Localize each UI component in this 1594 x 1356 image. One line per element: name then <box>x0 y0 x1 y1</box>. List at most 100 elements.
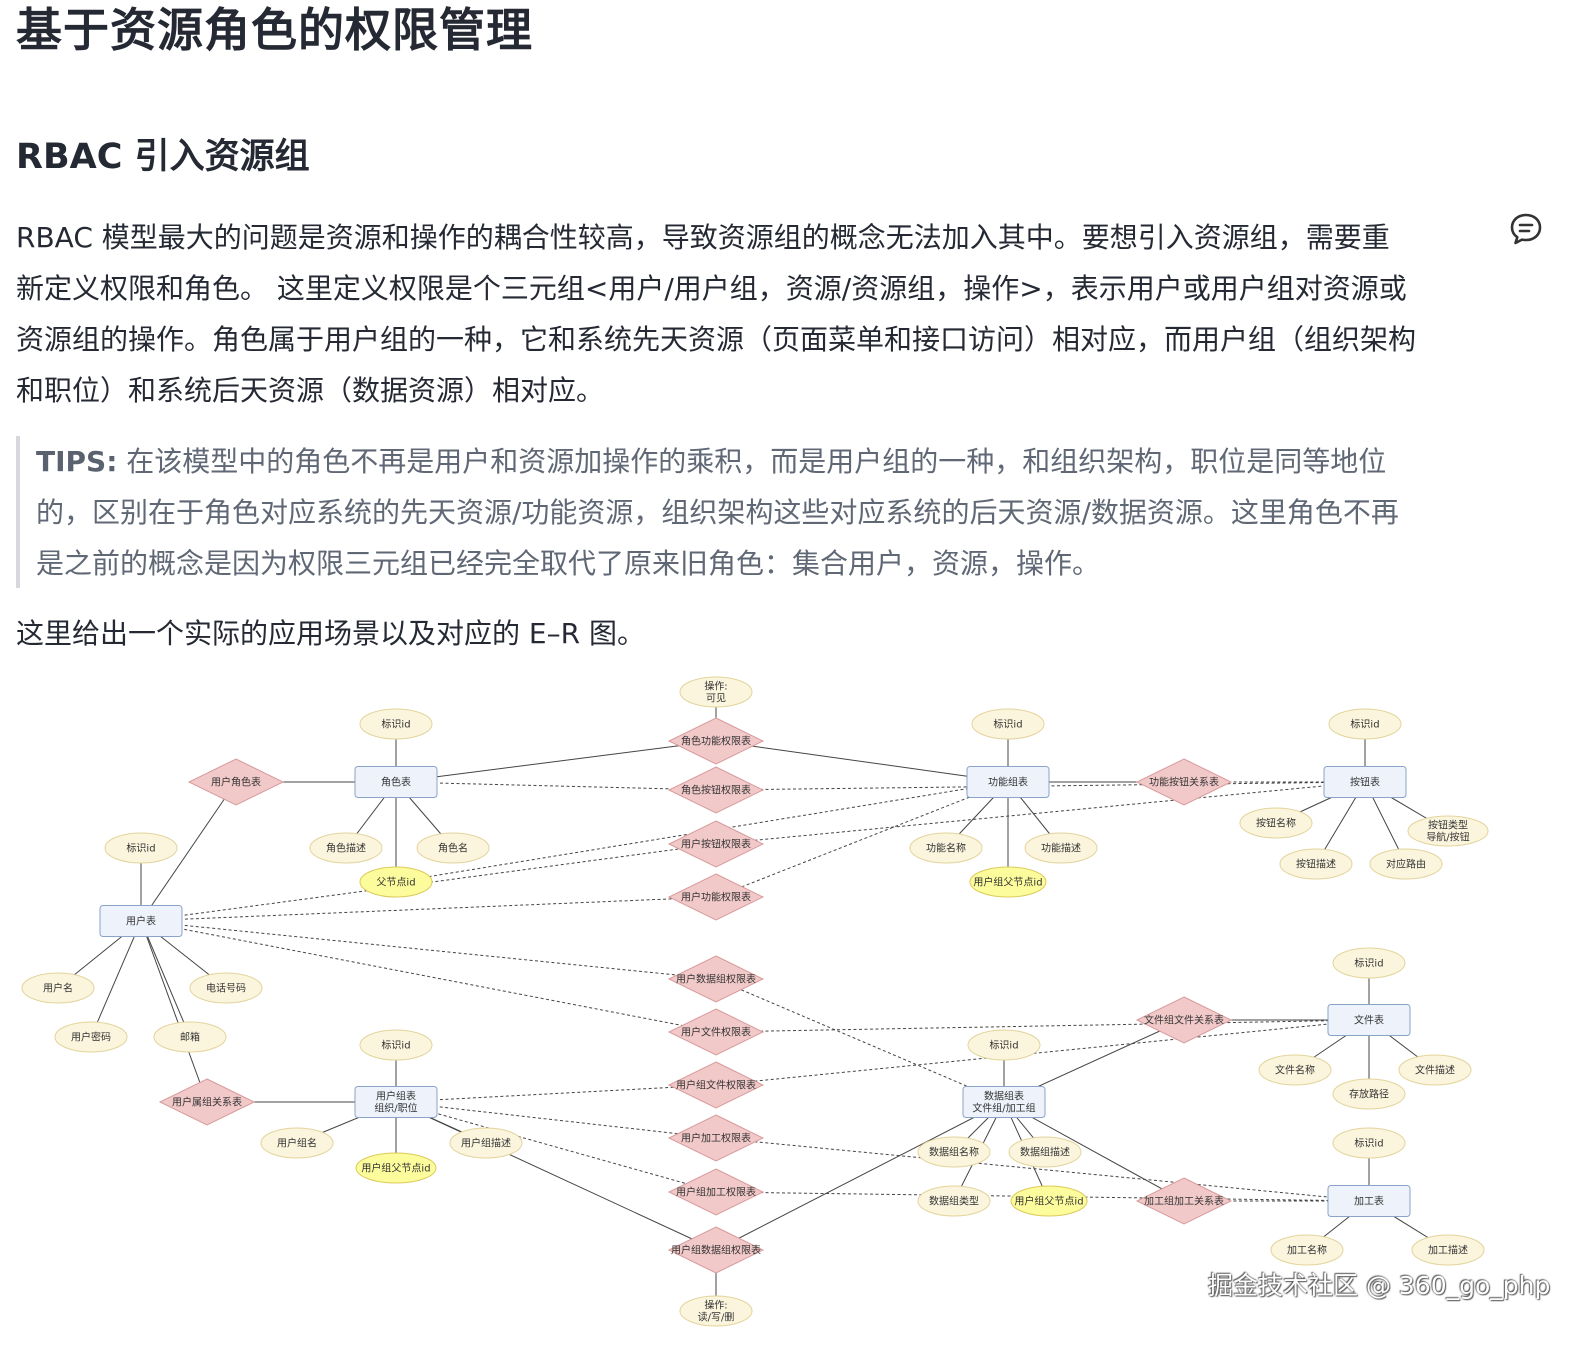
er-link-r_ub-btn <box>715 781 1366 845</box>
er-relation-r_ub: 用户按钮权限表 <box>667 820 765 868</box>
er-relation-r_ugp: 用户组加工权限表 <box>667 1168 765 1216</box>
er-attribute-a_file_path: 存放路径 <box>1332 1078 1406 1110</box>
er-attribute-label: 按钮描述 <box>1296 858 1336 871</box>
er-relation-r_ud: 用户数据组权限表 <box>667 955 765 1003</box>
er-entity-role: 角色表 <box>354 766 438 798</box>
er-attribute-label: 标识id <box>1350 719 1379 731</box>
er-diagram: 操作:可见操作:读/写/删标识id角色描述角色名父节点id标识id用户名用户密码… <box>21 676 1489 1327</box>
er-attribute-a_user_name: 用户名 <box>21 972 95 1004</box>
er-attribute-label: 用户密码 <box>71 1031 111 1044</box>
er-attribute-a_op1: 操作:可见 <box>679 676 753 708</box>
er-link-r_ufile-file <box>715 1019 1370 1033</box>
paragraph-line: 资源组的操作。角色属于用户组的一种，它和系统先天资源（页面菜单和接口访问）相对应… <box>16 323 1417 356</box>
er-attribute-label: 功能名称 <box>926 842 966 855</box>
er-attribute-label: 数据组描述 <box>1020 1146 1070 1159</box>
er-attribute-label: 对应路由 <box>1386 858 1426 871</box>
er-attribute-label: 操作: <box>704 680 727 693</box>
er-entity-label: 按钮表 <box>1350 776 1380 789</box>
page-title: 基于资源角色的权限管理 <box>16 3 533 57</box>
er-link-user-a_user_pwd <box>90 920 142 1038</box>
er-relation-label: 用户文件权限表 <box>681 1026 751 1039</box>
er-attribute-label: 标识id <box>989 1040 1018 1052</box>
er-attribute-a_user_id: 标识id <box>104 832 178 864</box>
watermark: 掘金技术社区 @ 360_go_php <box>1208 1271 1551 1300</box>
er-link-r_ugfile-file <box>715 1019 1370 1086</box>
er-attribute-label: 标识id <box>993 719 1022 731</box>
er-entity-label: 功能组表 <box>988 776 1028 789</box>
er-relation-label: 角色按钮权限表 <box>681 784 751 797</box>
er-attribute-label: 加工名称 <box>1287 1244 1327 1257</box>
er-relation-r_ufile: 用户文件权限表 <box>667 1008 765 1056</box>
er-attribute-label: 可见 <box>706 693 726 705</box>
comment-icon[interactable] <box>1509 212 1543 246</box>
er-link-user-r_uf <box>140 896 717 922</box>
er-relation-label: 功能按钮关系表 <box>1149 776 1219 789</box>
er-attribute-label: 导航/按钮 <box>1426 831 1469 844</box>
tips-label: TIPS: <box>36 445 118 478</box>
er-attribute-label: 用户组名 <box>277 1137 317 1150</box>
er-attribute-label: 存放路径 <box>1349 1088 1389 1101</box>
er-relation-label: 文件组文件关系表 <box>1144 1014 1224 1027</box>
er-attribute-label: 用户名 <box>43 982 73 995</box>
diagram-intro: 这里给出一个实际的应用场景以及对应的 E–R 图。 <box>16 617 645 650</box>
er-relation-label: 用户按钮权限表 <box>681 838 751 851</box>
er-relation-label: 用户组数据组权限表 <box>671 1244 761 1257</box>
er-attribute-a_file_name: 文件名称 <box>1258 1054 1332 1086</box>
er-attribute-label: 标识id <box>126 843 155 855</box>
er-attribute-a_btn_route: 对应路由 <box>1369 848 1443 880</box>
er-attribute-label: 标识id <box>1354 958 1383 970</box>
er-attribute-a_func_name: 功能名称 <box>909 832 983 864</box>
er-attribute-a_ug_desc: 用户组描述 <box>449 1127 523 1159</box>
er-attribute-a_btn_id: 标识id <box>1328 708 1402 740</box>
er-attribute-label: 父节点id <box>376 877 415 889</box>
er-relation-r_rb: 角色按钮权限表 <box>667 766 765 814</box>
tips-text: 在该模型中的角色不再是用户和资源加操作的乘积，而是用户组的一种，和组织架构，职位… <box>117 445 1387 478</box>
er-link-dgroup-r_pp <box>1003 1101 1185 1202</box>
er-relation-label: 用户加工权限表 <box>681 1132 751 1145</box>
er-attribute-a_user_phone: 电话号码 <box>189 972 263 1004</box>
er-attribute-a_ug_parent: 用户组父节点id <box>355 1152 437 1184</box>
er-attribute-label: 按钮类型 <box>1428 819 1468 832</box>
er-relation-r_up: 用户加工权限表 <box>667 1114 765 1162</box>
er-attribute-label: 加工描述 <box>1428 1244 1468 1257</box>
er-relation-r_ur: 用户角色表 <box>187 758 285 806</box>
er-attribute-a_func_parent: 用户组父节点id <box>969 866 1047 898</box>
er-attribute-a_proc_desc: 加工描述 <box>1411 1234 1485 1266</box>
er-link-ugroup-r_up <box>395 1101 717 1139</box>
er-relation-label: 加工组加工关系表 <box>1144 1195 1224 1208</box>
er-attribute-a_proc_id: 标识id <box>1332 1127 1406 1159</box>
er-entity-label: 文件组/加工组 <box>972 1102 1035 1115</box>
er-attribute-a_dg_desc: 数据组描述 <box>1008 1136 1082 1168</box>
er-attribute-label: 数据组名称 <box>929 1146 979 1159</box>
er-link-user-r_ud <box>140 920 717 980</box>
er-relation-label: 用户数据组权限表 <box>676 973 756 986</box>
er-link-ugroup-r_ugp <box>395 1101 717 1193</box>
er-attribute-a_ug_name: 用户组名 <box>260 1127 334 1159</box>
er-link-r_ur-user <box>140 781 237 922</box>
er-relation-r_ugd: 用户组数据组权限表 <box>667 1226 765 1274</box>
er-attribute-a_file_id: 标识id <box>1332 947 1406 979</box>
er-attribute-label: 文件名称 <box>1275 1064 1315 1077</box>
er-attribute-label: 邮箱 <box>180 1031 200 1044</box>
er-attribute-a_role_parent: 父节点id <box>359 866 433 898</box>
er-link-user-r_uug <box>140 920 208 1103</box>
er-link-r_uf-func <box>715 781 1009 898</box>
er-attribute-label: 用户组描述 <box>461 1137 511 1150</box>
er-relation-r_uug: 用户属组关系表 <box>158 1078 256 1126</box>
er-entity-user: 用户表 <box>99 905 183 937</box>
tips-blockquote: TIPS: 在该模型中的角色不再是用户和资源加操作的乘积，而是用户组的一种，和组… <box>16 436 1496 588</box>
er-link-r_up-proc <box>715 1137 1370 1202</box>
er-attribute-label: 功能描述 <box>1041 842 1081 855</box>
er-link-r_ud-dgroup <box>715 978 1005 1103</box>
er-link-role-r_rf <box>395 740 717 783</box>
er-attribute-label: 角色描述 <box>326 842 366 855</box>
paragraph-line: 和职位）和系统后天资源（数据资源）相对应。 <box>16 374 605 407</box>
er-entity-btn: 按钮表 <box>1323 766 1407 798</box>
er-relation-label: 用户功能权限表 <box>681 891 751 904</box>
er-link-r_ugd-dgroup <box>715 1101 1005 1251</box>
er-relation-label: 角色功能权限表 <box>681 735 751 748</box>
er-attribute-label: 数据组类型 <box>929 1195 979 1208</box>
